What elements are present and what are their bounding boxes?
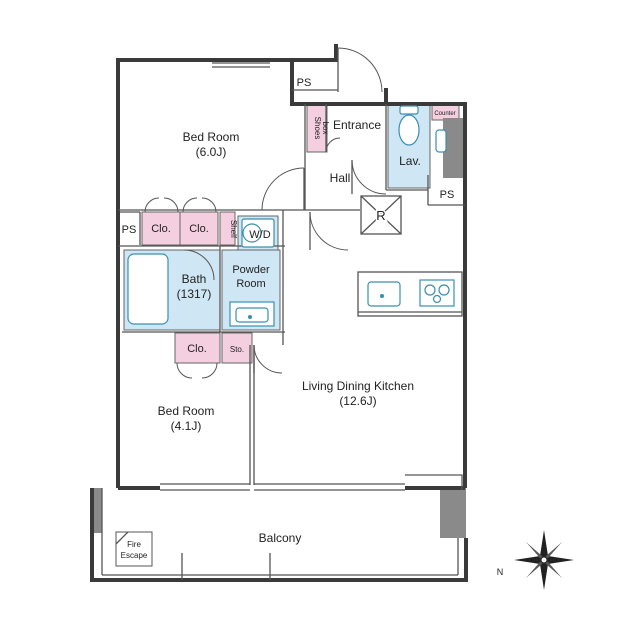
kitchen-counter <box>357 271 463 317</box>
storage-sto <box>221 332 253 364</box>
wall-block-balcony-right <box>440 488 466 538</box>
wall-block-balcony-left <box>92 488 102 533</box>
balcony-label: Balcony <box>259 531 302 545</box>
fire-escape-line1: Fire <box>127 540 141 549</box>
ldk-name: Living Dining Kitchen <box>302 379 414 393</box>
closet-1 <box>141 211 181 246</box>
bedroom2-size: (4.1J) <box>171 419 202 433</box>
entrance-label: Entrance <box>333 118 381 132</box>
closet-3 <box>174 332 221 364</box>
closet-2 <box>179 211 219 246</box>
counter-label: Counter <box>434 111 455 117</box>
fire-escape-line2: Escape <box>121 551 148 560</box>
shoes-box-line2: box <box>321 122 330 135</box>
powder-sink <box>229 301 275 327</box>
toilet <box>398 105 420 146</box>
compass-icon <box>514 530 574 590</box>
bottom-wall <box>118 474 465 491</box>
fire-escape: Fire Escape <box>115 531 153 567</box>
bath-size: (1317) <box>177 287 212 301</box>
lav-sink <box>435 129 447 153</box>
balcony-outline <box>90 488 468 582</box>
bathtub <box>127 253 169 325</box>
closet-2-label: Clo. <box>189 223 209 235</box>
shelf-label: Shelf <box>229 220 238 239</box>
closet-3-label: Clo. <box>187 343 207 355</box>
powder-room-line2: Room <box>236 278 265 290</box>
doors <box>144 47 387 379</box>
wd-label: W/D <box>249 229 270 241</box>
bedroom1-name: Bed Room <box>183 130 240 144</box>
closet-1-label: Clo. <box>151 223 171 235</box>
bath-name: Bath <box>182 272 207 286</box>
sto-label: Sto. <box>230 345 244 354</box>
lav-label: Lav. <box>399 154 421 168</box>
ps-top-label: PS <box>297 77 312 89</box>
hall-label: Hall <box>330 171 351 185</box>
shelf <box>219 211 236 246</box>
bedroom2-name: Bed Room <box>158 404 215 418</box>
compass-north-label: N <box>497 567 504 577</box>
window-top <box>212 62 270 68</box>
powder-room-line1: Powder <box>232 264 270 276</box>
bedroom1-size: (6.0J) <box>196 145 227 159</box>
shoes-box-line1: Shoes <box>313 117 322 140</box>
ps-right-label: PS <box>440 189 455 201</box>
wall-block-right <box>443 118 463 178</box>
ldk-size: (12.6J) <box>339 394 376 408</box>
ps-left-label: PS <box>122 224 137 236</box>
outer-walls <box>116 44 467 488</box>
washing-machine <box>241 218 275 248</box>
refrigerator-label: R <box>376 208 385 223</box>
refrigerator-space: R <box>360 195 402 235</box>
